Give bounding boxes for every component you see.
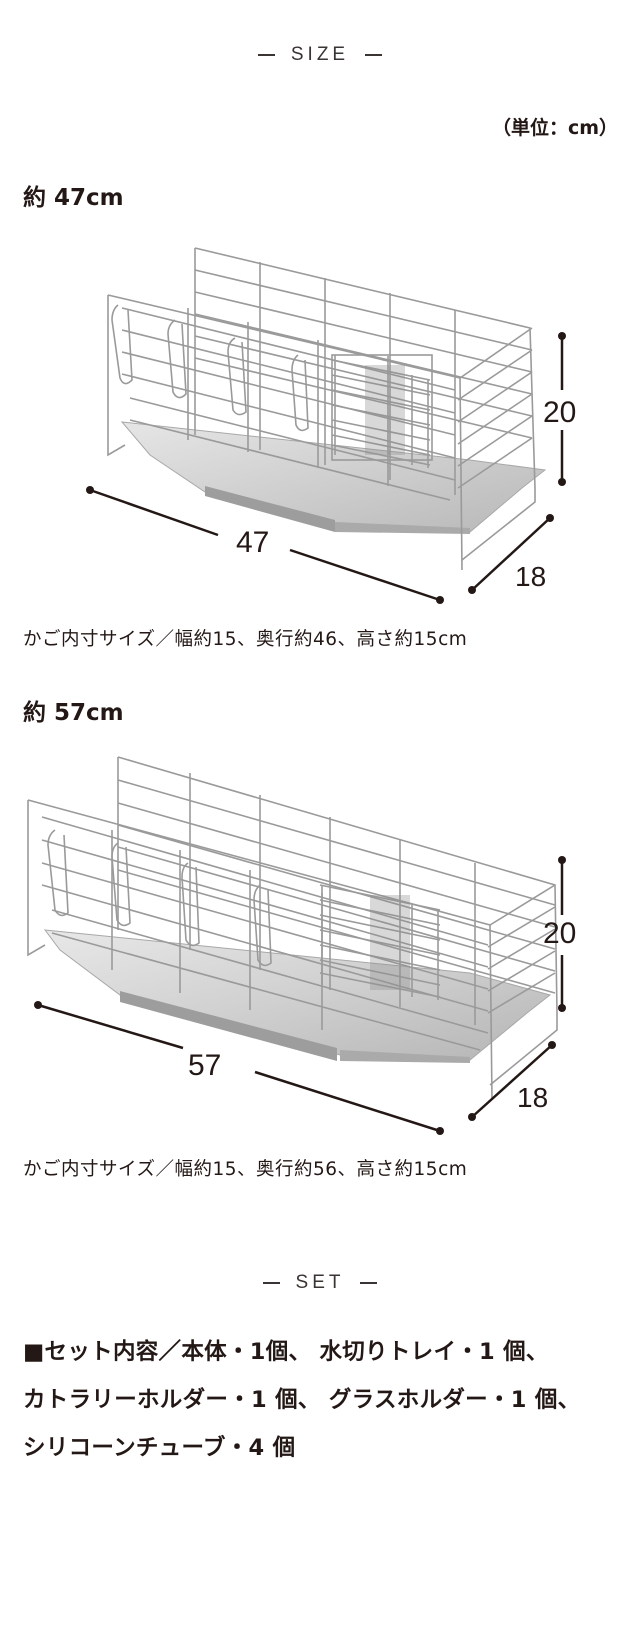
depth-value: 18 [517,1082,548,1113]
size-title-text: SIZE [290,44,350,65]
product-2-size-label: 約 57cm [23,700,124,726]
dish-rack-57-illustration: 57 20 18 [27,756,576,1135]
depth-dimension: 18 [468,514,554,594]
depth-dimension: 18 [468,1041,556,1121]
drain-tray [43,929,552,1063]
depth-value: 18 [515,561,546,592]
product-1-size-label: 約 47cm [23,185,124,211]
set-title-text: SET [295,1272,345,1293]
product-2-figure: 57 20 18 [0,745,640,1150]
width-dimension: 47 [86,486,444,604]
title-dash-left [257,54,275,56]
set-line-3: シリコーンチューブ・4 個 [23,1435,296,1461]
unit-label: （単位：cm） [491,117,618,139]
height-value: 20 [543,396,576,429]
title-dash-right [360,1282,378,1284]
drain-tray [120,421,547,534]
height-dimension: 20 [543,856,576,1012]
product-1-inner-size: かご内寸サイズ／幅約15、奥行約46、高さ約15cm [23,629,468,650]
height-value: 20 [543,917,576,950]
width-value: 57 [188,1049,221,1082]
width-dimension: 57 [34,1001,444,1135]
dish-rack-47-illustration: 47 20 18 [86,247,576,604]
set-contents: ■セット内容／本体・1個、 水切りトレイ・1 個、 カトラリーホルダー・1 個、… [23,1328,623,1472]
title-dash-right [365,54,383,56]
width-value: 47 [236,526,269,559]
product-1-figure: 47 20 18 [0,230,640,620]
height-dimension: 20 [543,332,576,486]
title-dash-left [262,1282,280,1284]
set-section-title: SET [0,1272,640,1294]
size-section-title: SIZE [0,44,640,66]
set-line-2: カトラリーホルダー・1 個、 グラスホルダー・1 個、 [23,1387,581,1413]
set-line-1: ■セット内容／本体・1個、 水切りトレイ・1 個、 [23,1339,549,1365]
product-2-inner-size: かご内寸サイズ／幅約15、奥行約56、高さ約15cm [23,1159,468,1180]
